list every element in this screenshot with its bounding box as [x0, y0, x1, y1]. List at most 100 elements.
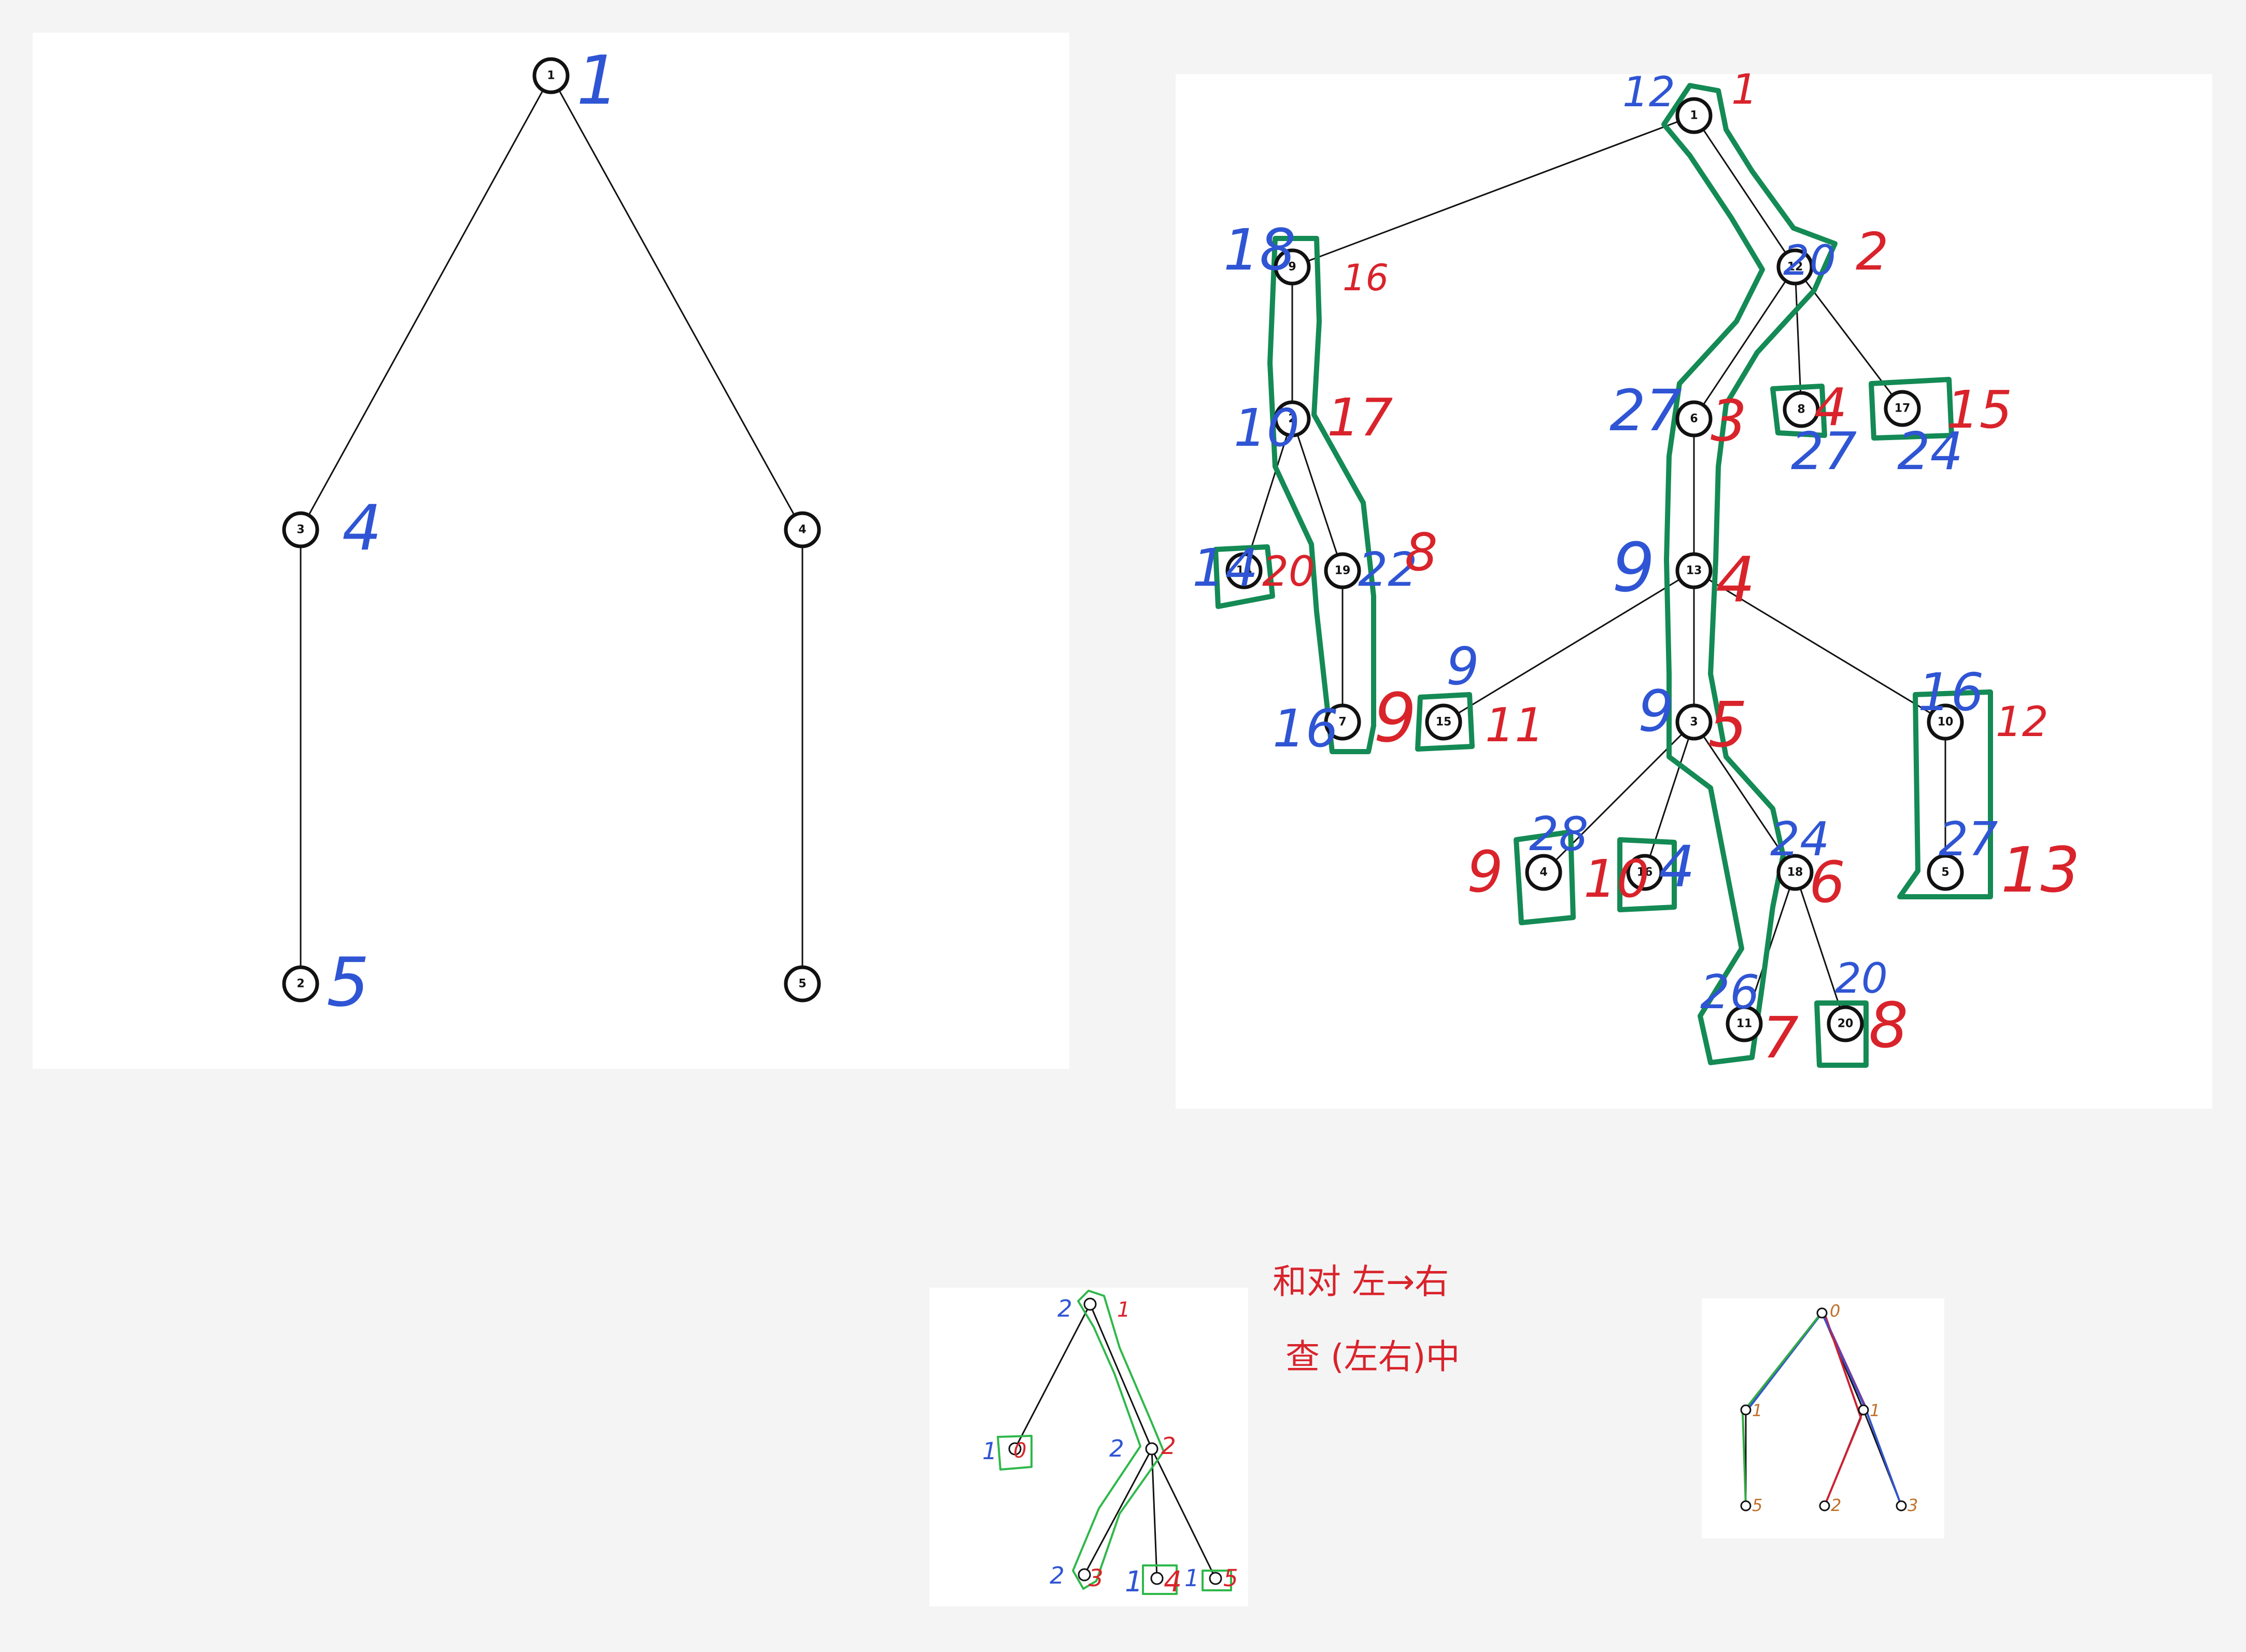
handwritten-label: 18 [1223, 217, 1296, 283]
tree-node [1896, 1500, 1907, 1512]
handwritten-label: 1 [576, 41, 619, 120]
handwritten-label: 9 [1446, 636, 1479, 697]
svg-text:11: 11 [1736, 1018, 1753, 1030]
svg-text:4: 4 [798, 524, 806, 536]
svg-text:12: 12 [1787, 261, 1803, 274]
svg-text:19: 19 [1335, 564, 1351, 577]
svg-text:10: 10 [1938, 716, 1954, 729]
handwritten-label: 3 [1711, 388, 1747, 454]
handwritten-label: 4 [1716, 544, 1755, 616]
svg-text:17: 17 [1895, 402, 1911, 415]
red-path-stroke [1824, 1316, 1862, 1506]
edge [550, 75, 803, 530]
handwritten-label: 4 [1659, 834, 1695, 900]
handwritten-label: 20 [1835, 954, 1888, 1003]
handwritten-label: 20 [1262, 547, 1315, 596]
handwritten-label: 0 [1013, 1439, 1026, 1463]
handwritten-label: 16 [1343, 257, 1389, 299]
handwritten-label: 1 [1125, 1565, 1143, 1598]
handwritten-label: 7 [1762, 1005, 1799, 1071]
tree-node [1150, 1572, 1164, 1585]
tree-node [1740, 1500, 1751, 1512]
red-annotations: 1 2 16 17 20 8 9 11 3 4 15 4 5 12 9 10 6… [1262, 65, 2080, 1071]
tree-node: 10 [1927, 703, 1964, 741]
handwritten-label: 24 [1770, 812, 1830, 867]
handwritten-label: 2 [1109, 1435, 1124, 1462]
tree-node: 3 [282, 511, 319, 548]
handwritten-label: 14 [1192, 538, 1258, 598]
note-line-2: 查 (左右)中 [1286, 1337, 1460, 1377]
tree-node: 1 [1675, 97, 1713, 134]
svg-text:9: 9 [1288, 261, 1296, 274]
handwritten-label: 5 [1708, 689, 1747, 761]
handwritten-label: 2 [1050, 1562, 1065, 1589]
handwritten-label: 27 [1609, 377, 1682, 444]
svg-text:2: 2 [1288, 413, 1296, 426]
handwritten-label: 0 [1830, 1301, 1840, 1321]
handwritten-label: 26 [1700, 965, 1760, 1020]
tree-node [1008, 1442, 1022, 1456]
tree-node: 19 [1324, 552, 1361, 589]
handwritten-label: 12 [1622, 68, 1675, 116]
tree-node: 1 [532, 57, 570, 94]
tree-node: 11 [1726, 1005, 1763, 1042]
svg-text:3: 3 [1690, 716, 1698, 729]
handwritten-label: 9 [1467, 839, 1503, 905]
svg-text:5: 5 [1941, 866, 1949, 879]
tree-node: 2 [282, 965, 319, 1003]
handwritten-label: 1 [1752, 1401, 1762, 1420]
handwritten-label: 9 [1638, 678, 1674, 744]
svg-text:7: 7 [1338, 716, 1346, 729]
tree-node: 14 [1225, 552, 1263, 589]
tree-node: 3 [1675, 703, 1713, 741]
tree-node [1078, 1568, 1091, 1582]
handwritten-label: 28 [1529, 807, 1589, 862]
handwritten-label: 3 [1908, 1495, 1918, 1515]
tree-node [1819, 1500, 1830, 1512]
tree-node [1209, 1572, 1222, 1585]
handwritten-label: 1 [1731, 65, 1758, 114]
tree-node: 2 [1274, 400, 1311, 437]
tree-node: 15 [1425, 703, 1462, 741]
tree-node [1740, 1404, 1751, 1416]
handwritten-label: 6 [1809, 849, 1845, 915]
handwritten-label: 1 [982, 1437, 997, 1465]
tree-node: 17 [1884, 390, 1921, 427]
tree-panel-left [33, 33, 1069, 1069]
svg-text:13: 13 [1686, 564, 1702, 577]
handwritten-label: 17 [1327, 387, 1393, 448]
tree-node: 20 [1827, 1005, 1864, 1042]
handwritten-label: 2 [1161, 1432, 1176, 1460]
handwritten-label: 15 [1946, 379, 2012, 440]
handwritten-label: 24 [1897, 421, 1963, 482]
tree-node [1145, 1442, 1159, 1456]
handwritten-label: 13 [2001, 835, 2080, 907]
purple-path-stroke [1824, 1316, 1867, 1408]
handwritten-label: 1 [1184, 1564, 1199, 1592]
svg-text:4: 4 [1539, 866, 1547, 879]
tree-node: 6 [1675, 400, 1713, 437]
tree-node: 5 [784, 965, 821, 1003]
svg-text:16: 16 [1637, 866, 1653, 879]
svg-text:14: 14 [1236, 564, 1252, 577]
svg-text:8: 8 [1797, 403, 1805, 416]
handwritten-label: 27 [1791, 421, 1857, 482]
handwritten-label: 16 [1918, 662, 1984, 723]
handwritten-label: 27 [1939, 812, 1998, 867]
handwritten-label: 9 [1612, 528, 1655, 607]
svg-text:3: 3 [296, 524, 304, 536]
handwritten-label: 5 [1223, 1564, 1238, 1592]
handwritten-label: 16 [1273, 698, 1338, 759]
tree-a-edges [300, 75, 803, 984]
handwritten-label: 2 [1831, 1495, 1841, 1515]
handwritten-label: 4 [1814, 377, 1847, 437]
svg-text:6: 6 [1690, 413, 1698, 426]
tree-node [1816, 1307, 1828, 1319]
handwritten-label: 20 [1783, 236, 1836, 285]
handwritten-label: 4 [1164, 1565, 1182, 1598]
small-sketch-panel [929, 1288, 1248, 1606]
handwritten-label: 5 [327, 943, 370, 1022]
